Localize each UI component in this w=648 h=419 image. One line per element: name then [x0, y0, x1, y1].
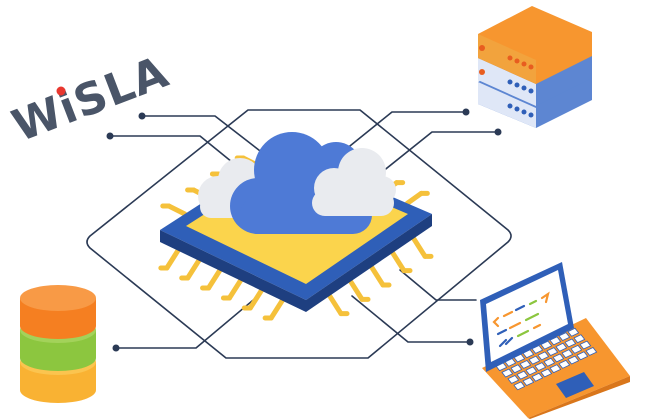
chip-pin — [166, 203, 188, 217]
keyboard-key — [519, 360, 532, 369]
cloud-icon — [198, 132, 396, 234]
connector-bottom-left — [115, 295, 259, 349]
keyboard-key — [537, 351, 550, 361]
keyboard-key — [549, 336, 562, 346]
keyboard-key — [555, 342, 568, 352]
keyboard-key — [522, 377, 535, 386]
keyboard-key — [576, 351, 589, 361]
connector-dot — [462, 108, 470, 116]
chip-side-right — [306, 214, 432, 312]
connector-right — [371, 131, 499, 181]
connector-dot — [112, 344, 120, 352]
server-unit-top-face — [478, 34, 536, 84]
server-unit-bottom-face — [478, 82, 536, 128]
keyboard-key — [510, 364, 523, 374]
code-icon — [492, 291, 550, 348]
server-lights — [479, 45, 534, 118]
keyboard-key — [558, 359, 571, 369]
connector-lines — [86, 109, 512, 359]
chip-pin — [404, 190, 424, 206]
server-icon — [478, 6, 592, 128]
keyboard-key — [534, 362, 547, 371]
keyboard-key — [552, 353, 565, 363]
keyboard-key — [558, 332, 571, 341]
keyboard-key — [531, 372, 544, 382]
keyboard-key — [579, 340, 592, 350]
connector-top-right — [339, 111, 467, 155]
connector-laptop — [399, 269, 477, 301]
laptop-base-side — [528, 376, 630, 419]
server-unit-middle-face — [478, 58, 536, 106]
connector-dot — [138, 112, 146, 120]
keyboard-key — [540, 368, 553, 378]
keyboard-key — [567, 355, 580, 365]
laptop-icon — [480, 262, 630, 419]
keyboard-key — [540, 340, 553, 350]
connector-dots — [106, 108, 502, 352]
keyboard-key — [501, 368, 514, 378]
keyboard-key — [549, 364, 562, 374]
keyboard-key — [528, 355, 541, 365]
connector-dot — [494, 128, 502, 136]
connector-outer — [86, 109, 512, 359]
keyboard-key — [513, 381, 526, 391]
keyboard-key — [561, 349, 574, 359]
keyboard-key — [573, 334, 586, 344]
laptop-touchpad — [556, 372, 594, 398]
connector-dot — [466, 338, 474, 346]
chip-pins — [158, 148, 434, 321]
connector-dot — [106, 132, 114, 140]
database-icon — [20, 285, 96, 403]
keyboard-key — [543, 357, 556, 367]
connector-left — [109, 135, 233, 163]
connector-bottom-right — [351, 295, 471, 343]
keyboard-key — [570, 344, 583, 354]
keyboard-key — [567, 327, 580, 337]
chip-side-left — [160, 230, 306, 312]
keyboard-key — [546, 347, 559, 356]
brand-logo-dot-icon — [56, 86, 66, 96]
keyboard-key — [516, 370, 529, 380]
keyboard-key — [507, 375, 520, 384]
keyboard-key — [564, 338, 577, 348]
cloud-small-right — [312, 148, 396, 216]
keyboard-key — [525, 366, 538, 376]
laptop-screen — [486, 270, 568, 362]
keyboard-key — [585, 347, 598, 356]
database-layer-top-top — [20, 285, 96, 311]
